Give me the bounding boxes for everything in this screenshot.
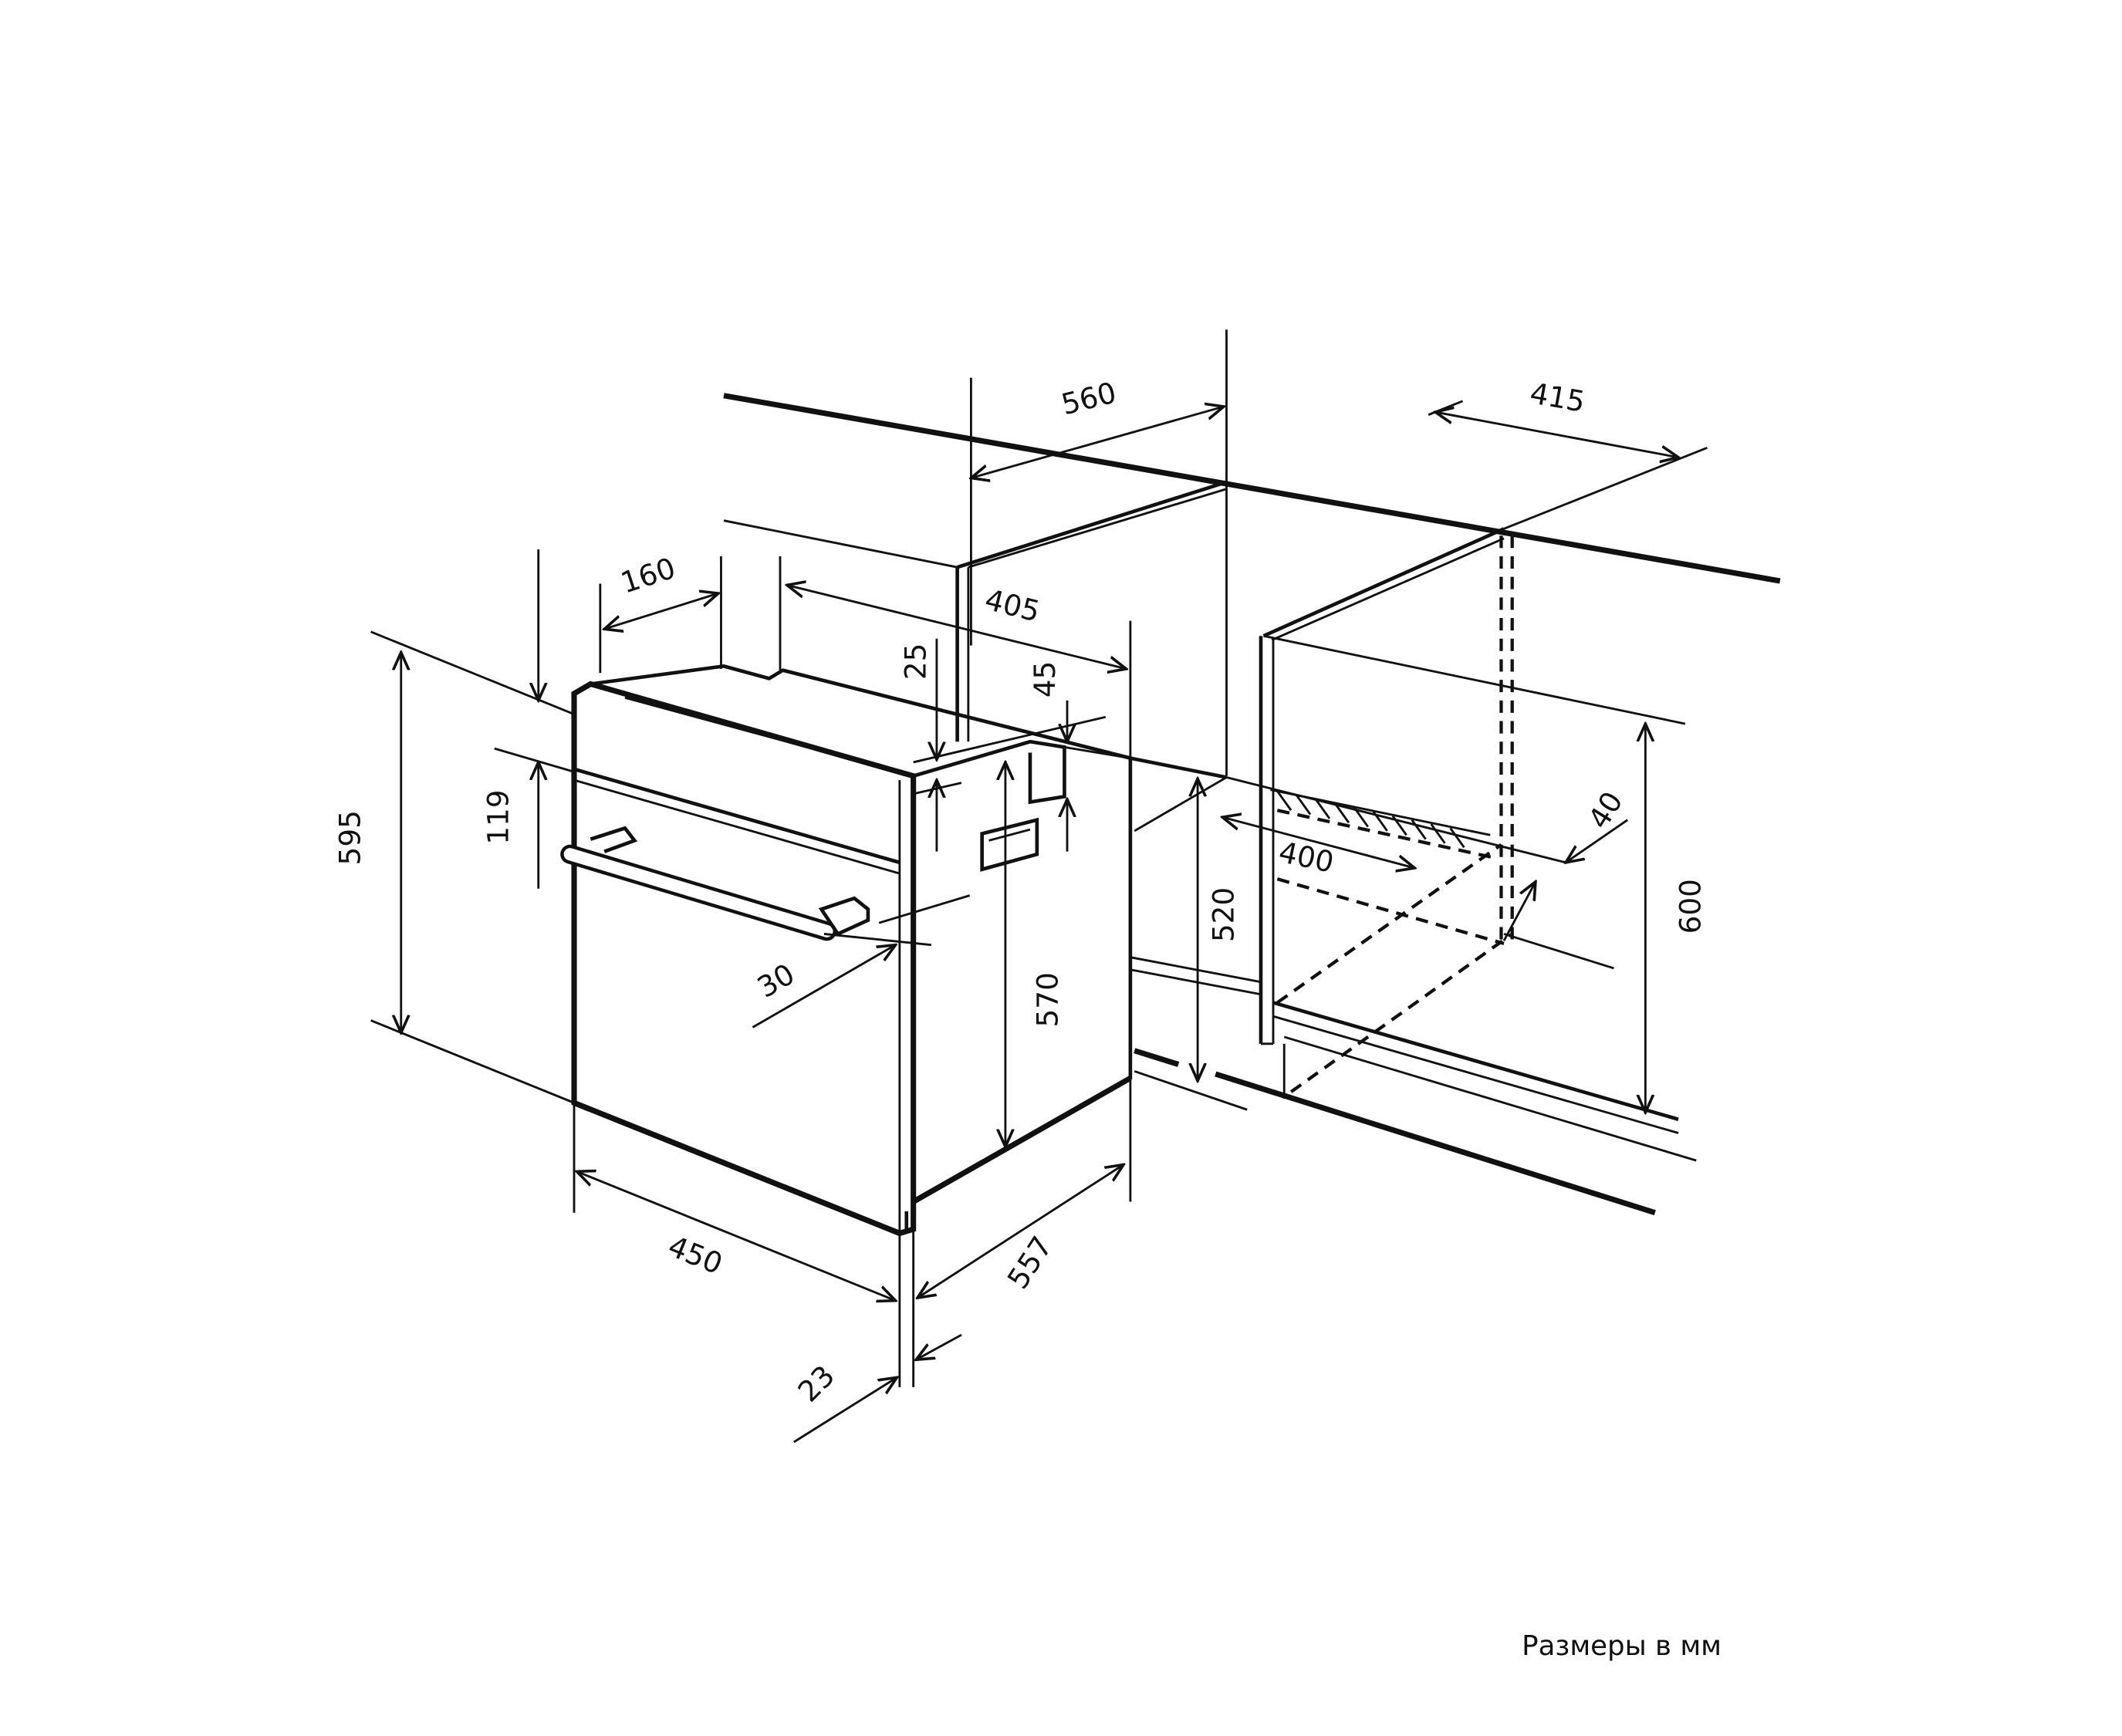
dim-30: 30: [752, 957, 800, 1005]
dim-595: 595: [333, 810, 367, 865]
dim-40: 40: [1581, 785, 1630, 835]
dim-450: 450: [664, 1229, 728, 1282]
dim-560: 560: [1058, 375, 1120, 421]
cabinet-niche: [723, 329, 1781, 1216]
dim-405: 405: [982, 583, 1043, 629]
dim-520: 520: [1206, 887, 1240, 942]
hidden-lines: [1276, 535, 1514, 1093]
dim-45: 45: [1028, 661, 1062, 698]
dim-400: 400: [1276, 835, 1336, 880]
oven: [571, 664, 1133, 1237]
units-caption: Размеры в мм: [1522, 1630, 1722, 1662]
dim-119: 119: [482, 789, 515, 844]
dim-23: 23: [791, 1359, 841, 1409]
oven-handle: [560, 826, 870, 941]
dim-600: 600: [1674, 879, 1708, 934]
dim-415: 415: [1528, 376, 1588, 419]
dim-557: 557: [1001, 1230, 1059, 1295]
dim-570: 570: [1031, 972, 1065, 1027]
dim-25: 25: [899, 643, 933, 681]
dimension-lines: [370, 377, 1678, 1444]
dim-160: 160: [617, 551, 679, 600]
